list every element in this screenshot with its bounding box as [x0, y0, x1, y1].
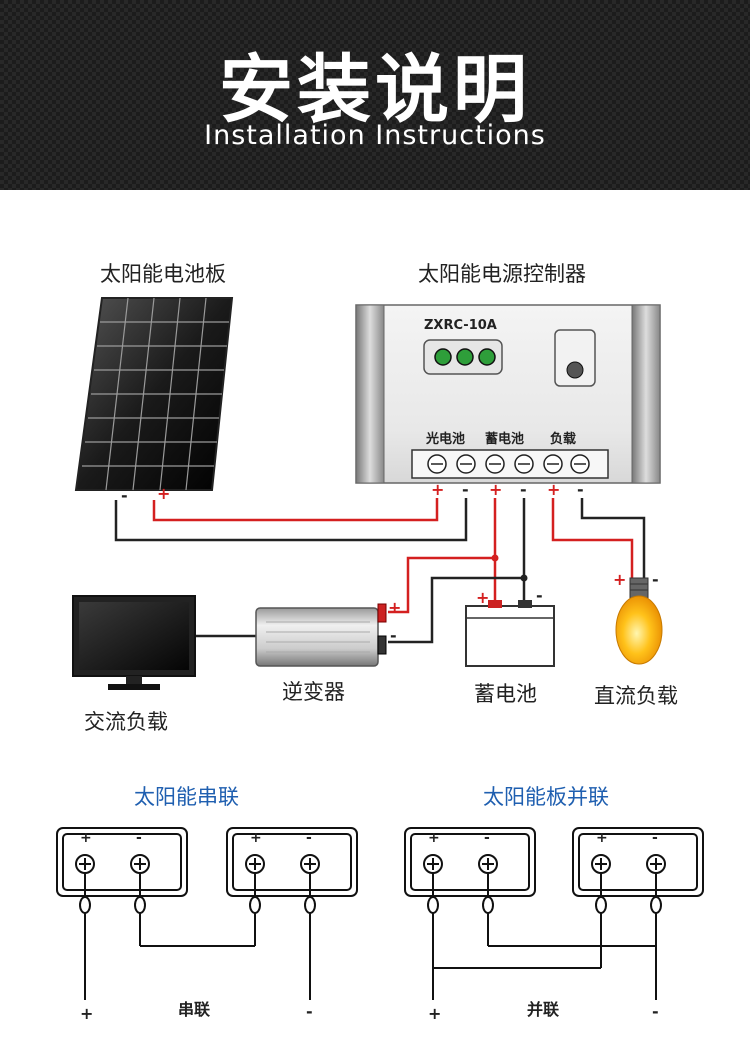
parallel-diagram [404, 827, 704, 1000]
battery [465, 600, 555, 667]
header-banner: 安装说明 Installation Instructions [0, 0, 750, 190]
bat-plus-mark: + [489, 480, 503, 499]
battery-plus-mark: + [476, 588, 490, 607]
parallel-p1-minus: - [484, 830, 490, 846]
parallel-bottom-label: 并联 [527, 1000, 560, 1019]
series-out-minus: - [306, 1002, 313, 1021]
load-plus-mark: + [547, 480, 561, 499]
inverter-label: 逆变器 [282, 680, 345, 704]
battery-label: 蓄电池 [474, 682, 537, 706]
dc-load-label: 直流负载 [594, 684, 678, 708]
inverter-wires [388, 554, 528, 644]
pv-minus-mark: - [462, 480, 469, 499]
controller-label: 太阳能电源控制器 [418, 262, 586, 286]
bulb-plus-mark: + [613, 570, 627, 589]
load-wires [551, 498, 646, 578]
battery-minus-mark: - [536, 586, 543, 605]
load-minus-mark: - [577, 480, 584, 499]
series-p2-minus: - [306, 830, 312, 846]
bulb-minus-mark: - [652, 570, 659, 589]
bat-minus-mark: - [520, 480, 527, 499]
charge-controller [355, 304, 661, 484]
parallel-title: 太阳能板并联 [483, 785, 609, 809]
pv-plus-mark: + [431, 480, 445, 499]
terminal-label-battery: 蓄电池 [485, 432, 525, 447]
series-p2-plus: + [250, 830, 262, 846]
ac-load-label: 交流负载 [84, 710, 168, 734]
inverter-plus-mark: + [388, 598, 402, 617]
parallel-out-plus: + [428, 1004, 442, 1023]
parallel-p2-plus: + [596, 830, 608, 846]
series-diagram [56, 827, 358, 1000]
solar-panel [74, 297, 234, 491]
series-title: 太阳能串联 [134, 785, 239, 809]
inverter-minus-mark: - [390, 626, 397, 645]
panel-plus-mark: + [157, 484, 171, 503]
controller-model: ZXRC-10A [424, 318, 497, 333]
solar-panel-label: 太阳能电池板 [100, 262, 226, 286]
inverter [255, 603, 387, 667]
series-bottom-label: 串联 [178, 1000, 211, 1019]
panel-wires [114, 498, 468, 542]
panel-minus-mark: - [121, 486, 128, 505]
page-subtitle: Installation Instructions [204, 120, 546, 151]
parallel-out-minus: - [652, 1002, 659, 1021]
series-out-plus: + [80, 1004, 94, 1023]
series-p1-minus: - [136, 830, 142, 846]
terminal-label-load: 负载 [550, 432, 577, 447]
parallel-p1-plus: + [428, 830, 440, 846]
page-title: 安装说明 [219, 47, 531, 133]
terminal-label-pv: 光电池 [426, 432, 466, 447]
dc-load-bulb [615, 577, 663, 665]
parallel-p2-minus: - [652, 830, 658, 846]
ac-load-monitor [72, 595, 196, 690]
battery-wires [493, 498, 526, 602]
series-p1-plus: + [80, 830, 92, 846]
